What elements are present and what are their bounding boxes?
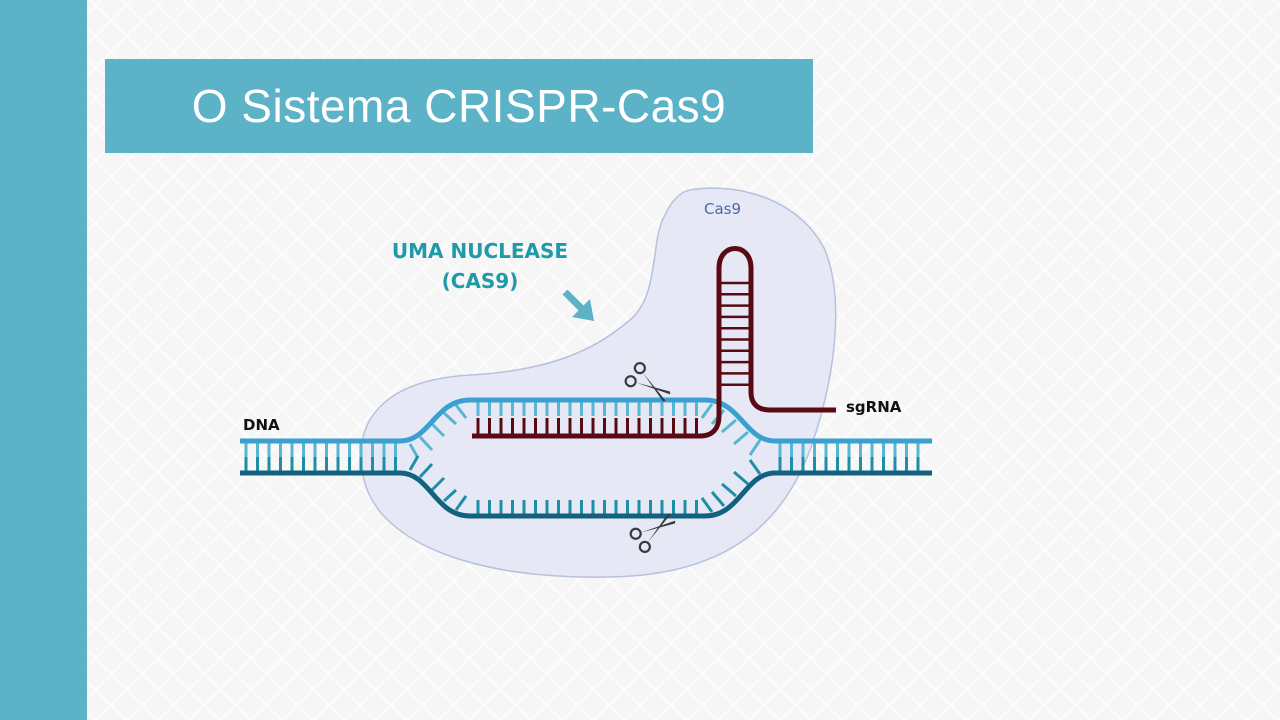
slide-title: O Sistema CRISPR-Cas9 [191, 80, 727, 132]
sgrna-bases [476, 418, 698, 434]
dna-base [721, 418, 737, 434]
dna-base [700, 497, 714, 513]
sgrna-strand [472, 246, 836, 439]
dna-label: DNA [243, 416, 280, 434]
dna-base [454, 404, 468, 419]
dna-base [442, 488, 458, 503]
dna-base-pairs [244, 402, 920, 514]
sgrna-label: sgRNA [846, 398, 902, 416]
dna-top-strand [240, 397, 932, 444]
callout-line-1: UMA NUCLEASE [391, 239, 569, 263]
dna-base [748, 439, 762, 456]
callout-line-2: (CAS9) [441, 269, 519, 293]
dna-base [430, 422, 446, 438]
dna-base [418, 462, 434, 479]
dna-base [408, 455, 420, 471]
dna-base [418, 435, 434, 452]
cas9-label: Cas9 [704, 200, 741, 218]
title-banner: O Sistema CRISPR-Cas9 [105, 59, 813, 153]
dna-base [430, 476, 446, 492]
nuclease-callout: UMA NUCLEASE (CAS9) [370, 236, 590, 296]
left-accent-bar [0, 0, 87, 720]
dna-base [700, 403, 714, 419]
dna-base [454, 495, 468, 511]
dna-base [710, 491, 726, 507]
dna-base [442, 411, 458, 426]
dna-base [721, 482, 737, 498]
cas9-protein-shape [360, 187, 837, 578]
dna-base [733, 470, 749, 486]
dna-base [748, 459, 762, 475]
arrow-down-right-icon [562, 289, 594, 321]
dna-bottom-strand [240, 470, 932, 519]
dna-base [733, 430, 749, 446]
sgrna-hairpin-rungs [721, 281, 749, 386]
